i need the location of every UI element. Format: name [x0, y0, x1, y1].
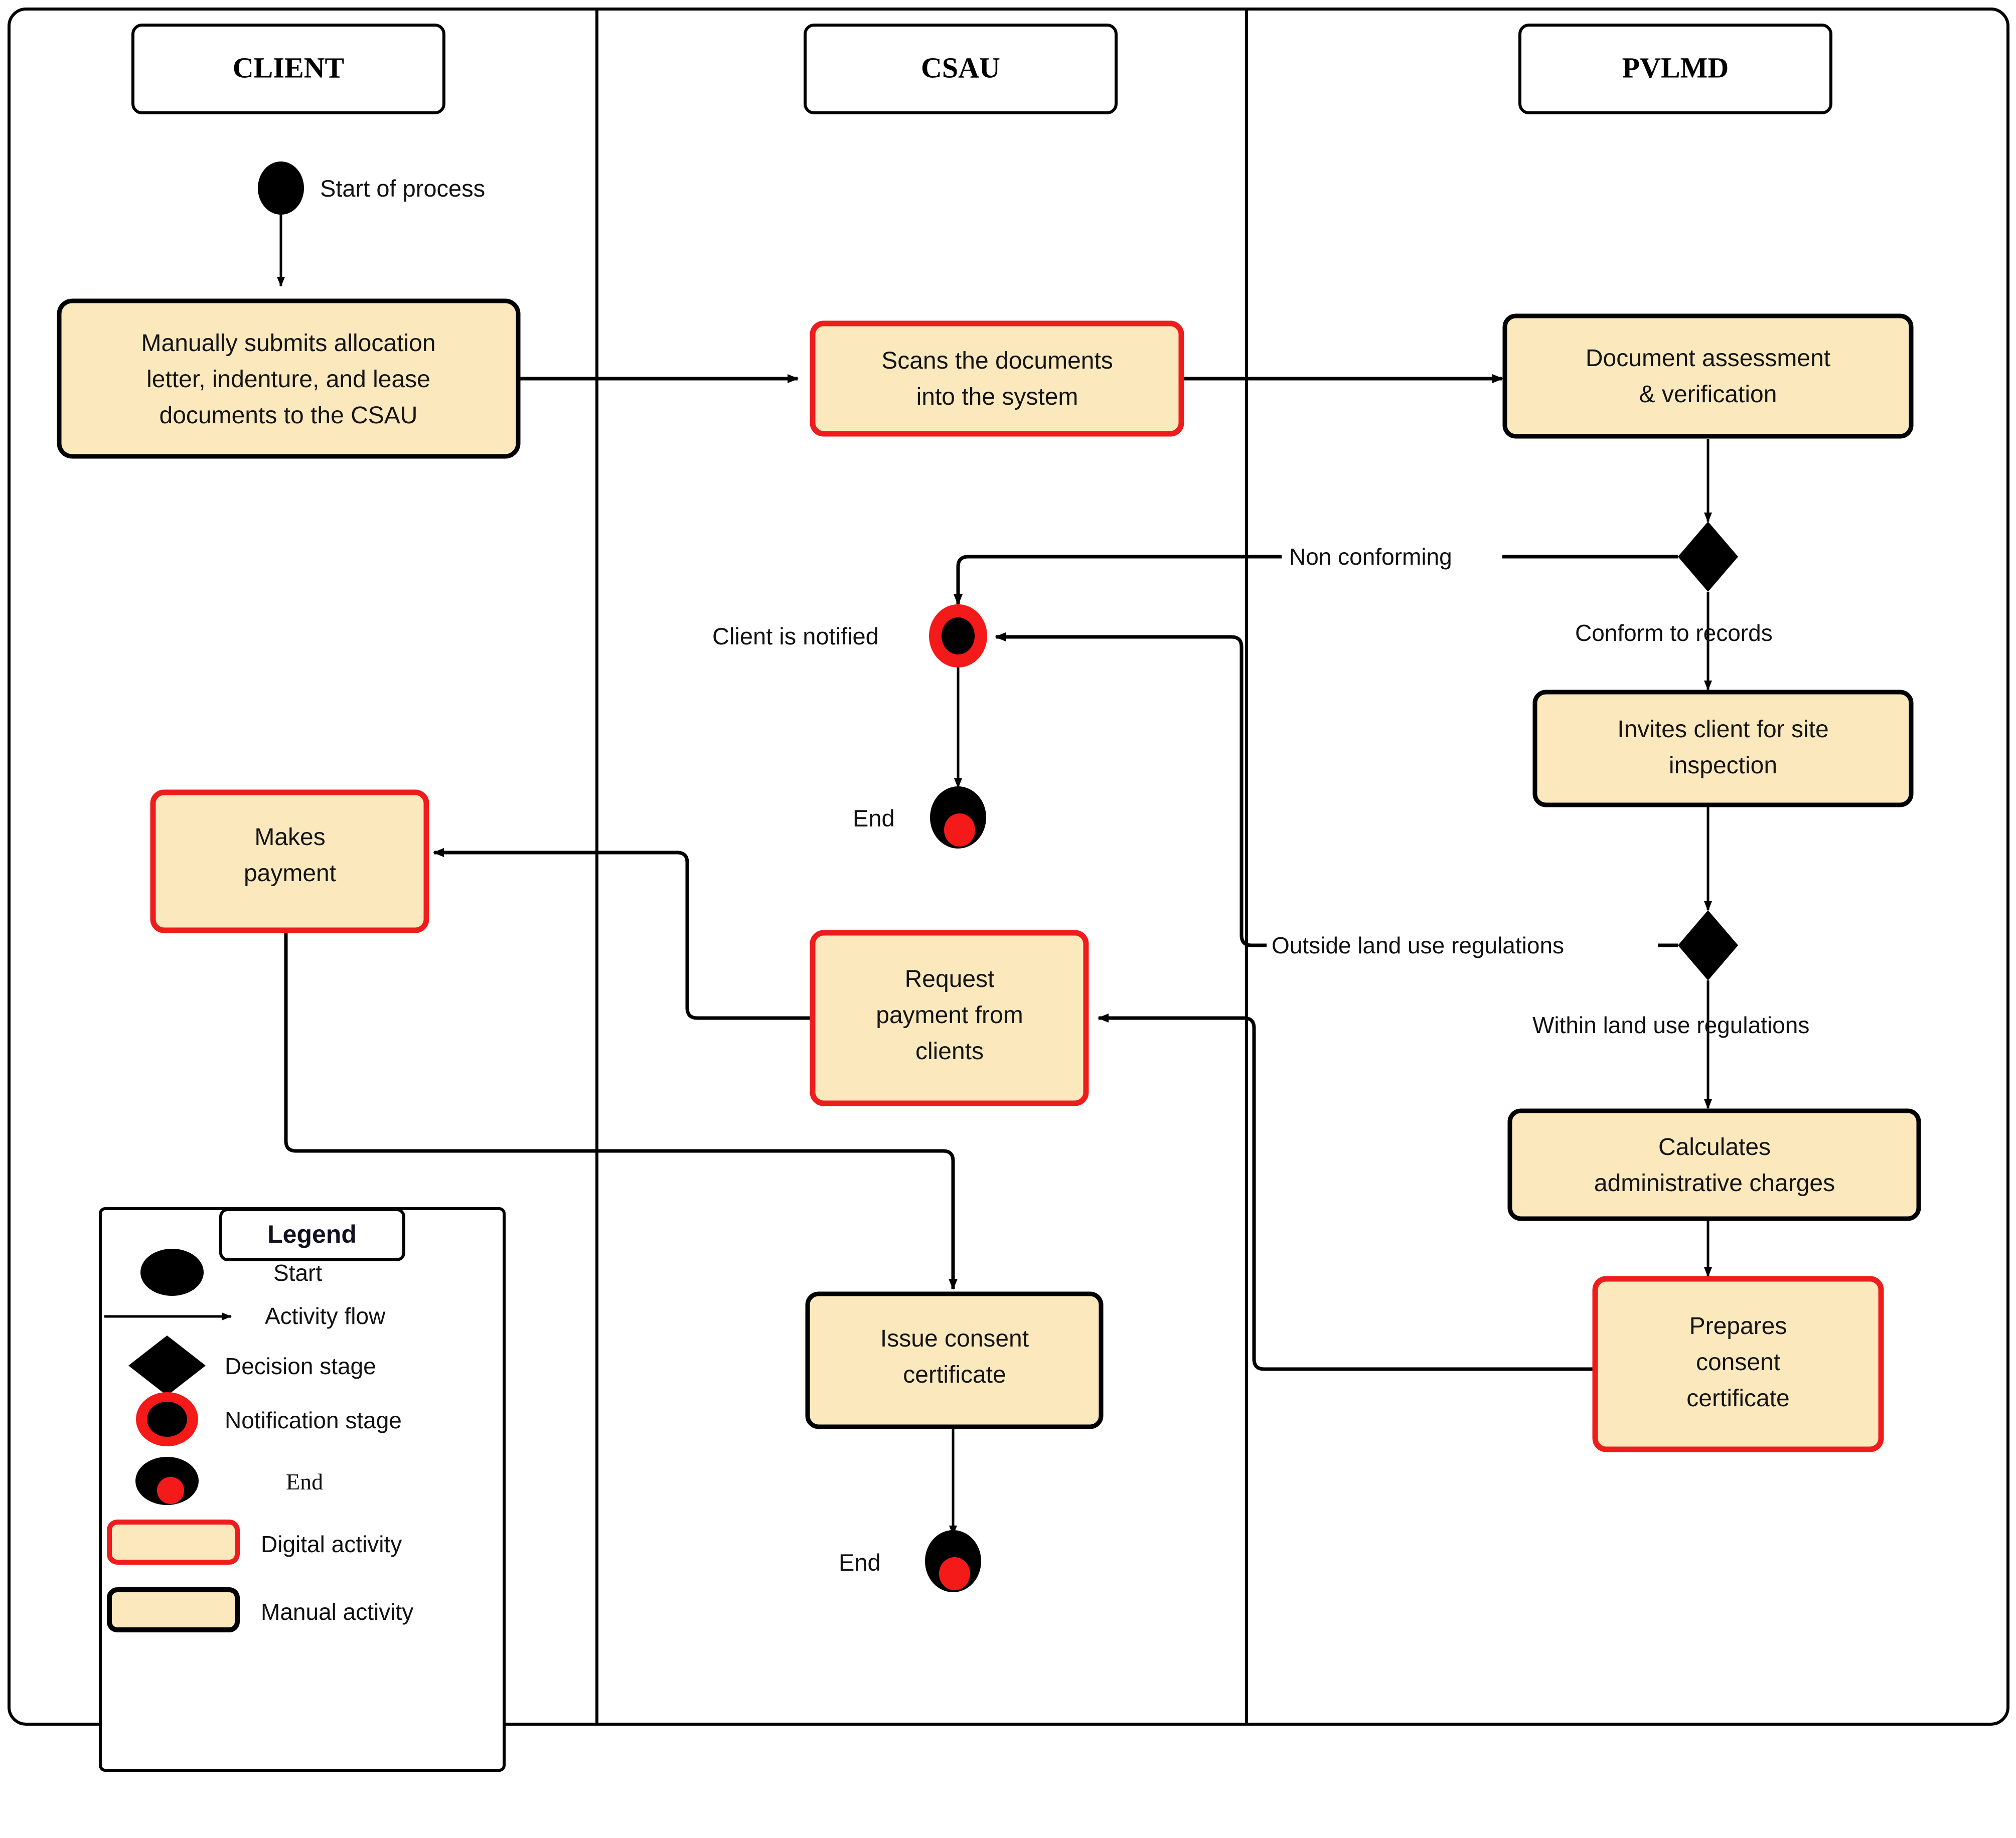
edge-label-outside-land-use: Outside land use regulations [1272, 932, 1564, 958]
node-end-notified-label: End [853, 805, 895, 831]
node-document-assessment-line2: & verification [1639, 381, 1777, 408]
end-icon-inner-2 [939, 1557, 970, 1590]
node-request-payment-line1: Request [905, 966, 995, 992]
legend-digital-swatch [107, 1520, 240, 1565]
node-makes-payment-line2: payment [244, 860, 336, 887]
lane-header-client-label: CLIENT [233, 51, 344, 84]
node-client-notified-label: Client is notified [712, 623, 879, 649]
node-calculate-charges-line1: Calculates [1658, 1134, 1771, 1160]
node-document-assessment[interactable]: Document assessment & verification [1502, 313, 1914, 439]
legend-item-notification: Notification stage [136, 1392, 402, 1446]
node-prepare-certificate-line3: certificate [1686, 1385, 1789, 1412]
end-icon-inner-1 [944, 813, 975, 847]
node-invite-inspection-line2: inspection [1669, 752, 1777, 779]
node-submit-documents-box [57, 298, 521, 459]
start-icon [258, 161, 304, 215]
legend-item-decision: Decision stage [128, 1335, 376, 1396]
legend-item-digital: Digital activity [107, 1520, 402, 1565]
node-issue-certificate-line2: certificate [903, 1362, 1006, 1388]
legend-item-manual: Manual activity [107, 1587, 413, 1632]
node-scan-documents-line1: Scans the documents [881, 348, 1113, 374]
edge-label-non-conforming: Non conforming [1289, 544, 1452, 570]
legend-manual-label: Manual activity [261, 1599, 413, 1625]
lane-header-csau: CSAU [804, 24, 1118, 114]
node-makes-payment[interactable]: Makes payment [150, 789, 429, 933]
lane-header-client: CLIENT [131, 24, 445, 114]
node-calculate-charges-line2: administrative charges [1594, 1170, 1835, 1197]
node-submit-documents-line2: letter, indenture, and lease [146, 366, 430, 393]
legend-end-icon-inner [157, 1477, 184, 1504]
node-makes-payment-line1: Makes [254, 824, 325, 851]
edge-prepare-to-request [1098, 1014, 1593, 1371]
legend-digital-label: Digital activity [261, 1531, 402, 1557]
legend-start-label: Start [273, 1260, 322, 1286]
legend-item-end: End [135, 1457, 323, 1505]
lane-header-csau-label: CSAU [921, 51, 1000, 84]
legend-notification-label: Notification stage [225, 1407, 402, 1433]
node-document-assessment-line1: Document assessment [1586, 345, 1830, 372]
decision-icon-2 [1678, 910, 1738, 980]
node-start[interactable]: Start of process [258, 161, 485, 215]
edge-decision1-to-notify [954, 555, 1678, 605]
start-label: Start of process [320, 175, 485, 202]
flow-connectors [277, 211, 1712, 1536]
node-issue-certificate[interactable]: Issue consent certificate [805, 1291, 1104, 1429]
decision-icon-1 [1678, 522, 1738, 592]
lane-header-csau-box [804, 24, 1118, 114]
node-invite-inspection-line1: Invites client for site [1617, 716, 1829, 743]
node-prepare-certificate-line2: consent [1696, 1349, 1780, 1376]
legend-decision-label: Decision stage [225, 1353, 376, 1379]
legend-title-box [219, 1208, 405, 1261]
node-issue-certificate-box [805, 1291, 1104, 1429]
legend: Legend Start Activity flow Decision stag… [99, 1207, 506, 1772]
node-request-payment-line2: payment from [876, 1002, 1023, 1029]
node-client-notified[interactable]: Client is notified [712, 604, 987, 667]
node-calculate-charges[interactable]: Calculates administrative charges [1507, 1108, 1921, 1221]
node-submit-documents-line1: Manually submits allocation [141, 330, 436, 357]
node-submit-documents-line3: documents to the CSAU [160, 402, 418, 429]
node-decision-land-use[interactable] [1678, 910, 1738, 980]
legend-end-label: End [286, 1469, 323, 1494]
notification-icon-inner [942, 617, 975, 654]
node-scan-documents-line2: into the system [916, 384, 1078, 410]
lane-header-pvlmd: PVLMD [1518, 24, 1832, 114]
node-prepare-certificate-box [1592, 1276, 1884, 1452]
node-decision-document-conformance[interactable] [1678, 522, 1738, 592]
legend-notification-icon-inner [147, 1402, 187, 1437]
node-end-certificate[interactable]: End [839, 1530, 981, 1592]
node-end-certificate-label: End [839, 1549, 881, 1576]
node-prepare-certificate[interactable]: Prepares consent certificate [1592, 1276, 1884, 1452]
node-scan-documents-box [810, 320, 1184, 437]
legend-start-icon [140, 1249, 204, 1296]
edge-label-within-land-use: Within land use regulations [1532, 1012, 1809, 1038]
node-request-payment-line3: clients [915, 1038, 984, 1065]
lane-header-pvlmd-box [1518, 24, 1832, 114]
node-request-payment-box [810, 930, 1089, 1106]
legend-decision-icon [128, 1335, 206, 1396]
lane-header-client-box [131, 24, 445, 114]
edge-label-conform-to-records: Conform to records [1575, 620, 1773, 646]
lane-header-pvlmd-label: PVLMD [1622, 51, 1729, 84]
legend-item-start: Start [140, 1249, 322, 1296]
legend-item-activity-flow: Activity flow [104, 1303, 386, 1329]
node-invite-inspection-box [1532, 690, 1914, 807]
node-request-payment[interactable]: Request payment from clients [810, 930, 1089, 1106]
node-scan-documents[interactable]: Scans the documents into the system [810, 320, 1184, 437]
node-calculate-charges-box [1507, 1108, 1921, 1221]
node-submit-documents[interactable]: Manually submits allocation letter, inde… [57, 298, 521, 459]
node-invite-inspection[interactable]: Invites client for site inspection [1532, 690, 1914, 807]
legend-title-label: Legend [267, 1220, 357, 1248]
edge-label-group: Non conforming Conform to records Outsid… [1267, 537, 1809, 1038]
node-issue-certificate-line1: Issue consent [880, 1325, 1029, 1352]
legend-manual-swatch [107, 1587, 240, 1632]
node-prepare-certificate-line1: Prepares [1689, 1313, 1787, 1340]
edge-request-to-pay [433, 848, 810, 1020]
node-makes-payment-box [150, 789, 429, 933]
edge-decision2-to-notify [995, 632, 1678, 947]
legend-activity-flow-label: Activity flow [265, 1303, 386, 1329]
node-document-assessment-box [1502, 313, 1914, 439]
node-end-notified[interactable]: End [853, 786, 986, 849]
edge-pay-to-issue [284, 930, 958, 1290]
